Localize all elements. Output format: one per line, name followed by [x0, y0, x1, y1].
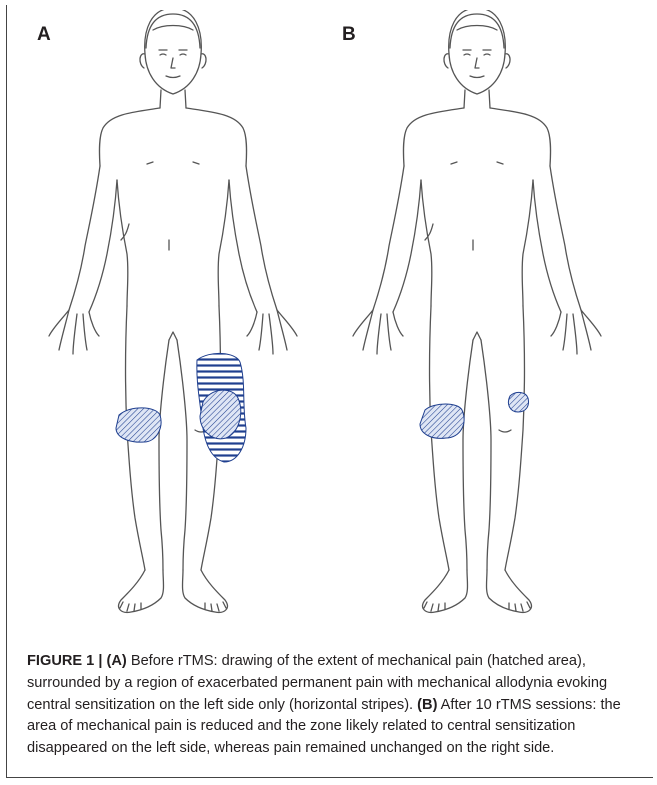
- hatched-pain-area-right-knee-a: [116, 408, 161, 442]
- caption-panel-b-label: (B): [417, 697, 437, 713]
- hatched-pain-area-left-knee-a: [200, 390, 241, 439]
- hatched-pain-area-left-knee-b: [508, 392, 528, 412]
- panel-a-label: A: [37, 24, 51, 46]
- figure-caption: FIGURE 1 | (A) Before rTMS: drawing of t…: [27, 651, 639, 760]
- body-outline-b: [353, 10, 601, 612]
- body-diagram-figure: [10, 10, 650, 640]
- caption-panel-a-label: (A): [107, 653, 127, 669]
- hatched-pain-area-right-knee-b: [420, 404, 464, 438]
- body-outline-a: [49, 10, 297, 612]
- figure-number: FIGURE 1 |: [27, 653, 102, 669]
- panel-b-label: B: [342, 24, 356, 46]
